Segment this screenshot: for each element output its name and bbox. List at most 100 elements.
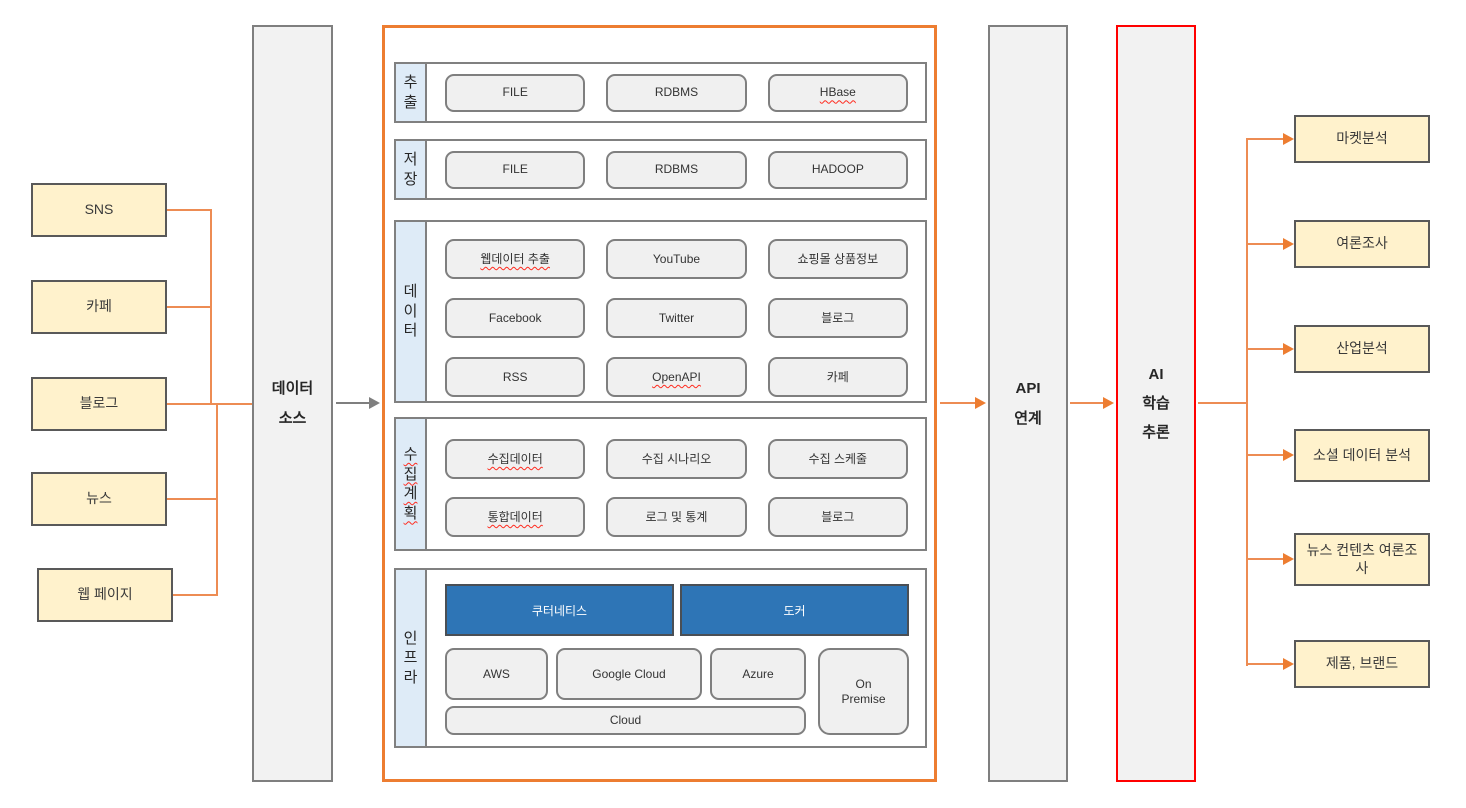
chip-facebook: Facebook [445,298,586,338]
data-source-column: 데이터 소스 [252,25,333,782]
connector-line [210,209,212,405]
ai-label: AI 학습 추론 [1142,365,1170,442]
chip-youtube: YouTube [606,239,747,279]
row-infra-label: 인프라 [403,629,418,686]
row-extract-body: FILE RDBMS HBase [427,64,925,121]
row-extract: 추출 FILE RDBMS HBase [394,62,927,123]
connector-line [1246,663,1283,665]
row-store-label: 저장 [403,151,418,188]
arrow-head [1103,397,1114,409]
infra-cloud-bar: Cloud [445,706,806,735]
infra-on-premise-box: On Premise [818,648,909,735]
output-box-news-content-poll: 뉴스 컨텐츠 여론조사 [1294,533,1430,586]
infra-label: AWS [483,666,510,681]
connector-line [173,594,218,596]
infra-label: Cloud [609,713,642,728]
chip-integrated-data: 통합데이터 [445,497,586,537]
row-extract-label-box: 추출 [396,64,427,121]
connector-line [1246,454,1283,456]
connector-line [1198,402,1248,404]
output-box-social-data-analysis: 소셜 데이터 분석 [1294,429,1430,482]
output-label: 소셜 데이터 분석 [1313,446,1411,463]
infra-aws-box: AWS [445,648,548,700]
chip-label: HADOOP [811,162,864,177]
infra-label: On Premise [841,677,886,706]
chip-rdbms: RDBMS [606,73,747,112]
chip-blog: 블로그 [767,497,908,537]
source-label: 카페 [86,298,112,315]
arrow-head [1283,238,1294,250]
arrow-line [1070,402,1104,404]
api-label: API 연계 [1014,380,1042,427]
arrow-head [1283,133,1294,145]
chip-label: 로그 및 통계 [645,509,708,524]
api-column: API 연계 [988,25,1068,782]
connector-line [167,306,212,308]
infra-azure-box: Azure [710,648,806,700]
chip-collection-schedule: 수집 스케줄 [767,439,908,479]
arrow-head [369,397,380,409]
source-box-news: 뉴스 [31,472,167,526]
arrow-head [1283,553,1294,565]
infra-label: 도커 [783,603,806,618]
row-data: 데이터 웹데이터 추출 YouTube 쇼핑몰 상품정보 Facebook Tw… [394,220,927,403]
chip-file: FILE [445,150,586,189]
row-data-label-box: 데이터 [396,222,427,401]
output-box-opinion-poll: 여론조사 [1294,220,1430,268]
output-box-market-analysis: 마켓분석 [1294,115,1430,163]
chip-collection-scenario: 수집 시나리오 [606,439,747,479]
arrow-line [940,402,976,404]
arrow-head [1283,343,1294,355]
chip-label: HBase [819,85,856,100]
connector-line [1246,348,1283,350]
chip-shopping-product-info: 쇼핑몰 상품정보 [767,239,908,279]
source-label: 블로그 [79,395,119,412]
chip-label: 수집 스케줄 [808,451,868,466]
output-label: 뉴스 컨텐츠 여론조사 [1306,542,1418,576]
arrow-head [1283,658,1294,670]
connector-line [167,209,212,211]
connector-line [216,403,218,596]
output-label: 제품, 브랜드 [1325,655,1399,672]
chip-label: FILE [502,85,528,100]
connector-line [167,403,252,405]
source-label: 뉴스 [86,490,112,507]
row-infra: 인프라 쿠터네티스 도커 AWS Google Cloud Azure On P… [394,568,927,748]
row-collection-plan-label-box: 수집계획 [396,419,427,549]
row-store: 저장 FILE RDBMS HADOOP [394,139,927,200]
row-collection-plan: 수집계획 수집데이터 수집 시나리오 수집 스케줄 통합데이터 로그 및 통계 … [394,417,927,551]
arrow-head [1283,449,1294,461]
chip-log-and-stats: 로그 및 통계 [606,497,747,537]
connector-line [1246,558,1283,560]
row-collection-plan-label: 수집계획 [403,446,418,522]
source-box-blog: 블로그 [31,377,167,431]
row-store-body: FILE RDBMS HADOOP [427,141,925,198]
connector-line [167,498,218,500]
chip-label: 블로그 [821,310,855,325]
chip-hbase: HBase [767,73,908,112]
output-box-product-brand: 제품, 브랜드 [1294,640,1430,688]
infra-label: Google Cloud [592,666,666,681]
arrow-line [336,402,370,404]
connector-line [1246,138,1283,140]
row-store-label-box: 저장 [396,141,427,198]
row-collection-plan-body: 수집데이터 수집 시나리오 수집 스케줄 통합데이터 로그 및 통계 블로그 [427,419,925,549]
chip-label: FILE [502,162,528,177]
output-label: 산업분석 [1336,340,1388,357]
chip-hadoop: HADOOP [767,150,908,189]
source-label: 웹 페이지 [77,586,133,603]
chip-blog: 블로그 [767,298,908,338]
chip-label: 수집데이터 [487,451,543,466]
chip-label: YouTube [652,251,701,266]
chip-file: FILE [445,73,586,112]
output-box-industry-analysis: 산업분석 [1294,325,1430,373]
data-source-label: 데이터 소스 [271,380,314,427]
chip-openapi: OpenAPI [606,357,747,397]
output-label: 마켓분석 [1336,130,1388,147]
infra-docker-box: 도커 [680,584,909,636]
chip-label: Twitter [658,310,695,325]
chip-collected-data: 수집데이터 [445,439,586,479]
chip-cafe: 카페 [767,357,908,397]
infra-label: 쿠터네티스 [531,603,588,618]
